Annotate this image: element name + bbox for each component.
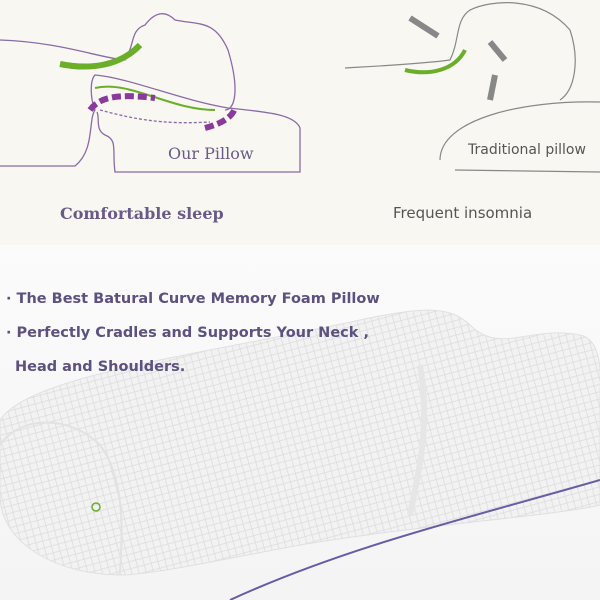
green-neck-curve [59, 42, 143, 70]
product-section: · The Best Batural Curve Memory Foam Pil… [0, 245, 600, 600]
our-pillow-label: Our Pillow [168, 144, 254, 163]
pillow-photo [0, 309, 600, 600]
green-neck-curve-right [404, 48, 467, 75]
gray-arrows [408, 15, 508, 101]
feature-line-2: · Perfectly Cradles and Supports Your Ne… [6, 325, 369, 341]
purple-support-dashes [87, 93, 238, 131]
comfortable-sleep-caption: Comfortable sleep [60, 204, 224, 223]
logo-mark [91, 502, 101, 512]
comparison-illustration [0, 2, 600, 173]
frequent-insomnia-caption: Frequent insomnia [393, 204, 533, 222]
feature-line-1: · The Best Batural Curve Memory Foam Pil… [6, 291, 380, 307]
our-pillow-diagram [0, 13, 301, 173]
traditional-pillow-label: Traditional pillow [468, 142, 586, 158]
traditional-pillow-diagram [344, 2, 600, 173]
feature-line-3: Head and Shoulders. [15, 359, 186, 375]
decorative-curve-line [229, 479, 600, 600]
comparison-section: Our Pillow Traditional pillow Comfortabl… [0, 0, 600, 245]
